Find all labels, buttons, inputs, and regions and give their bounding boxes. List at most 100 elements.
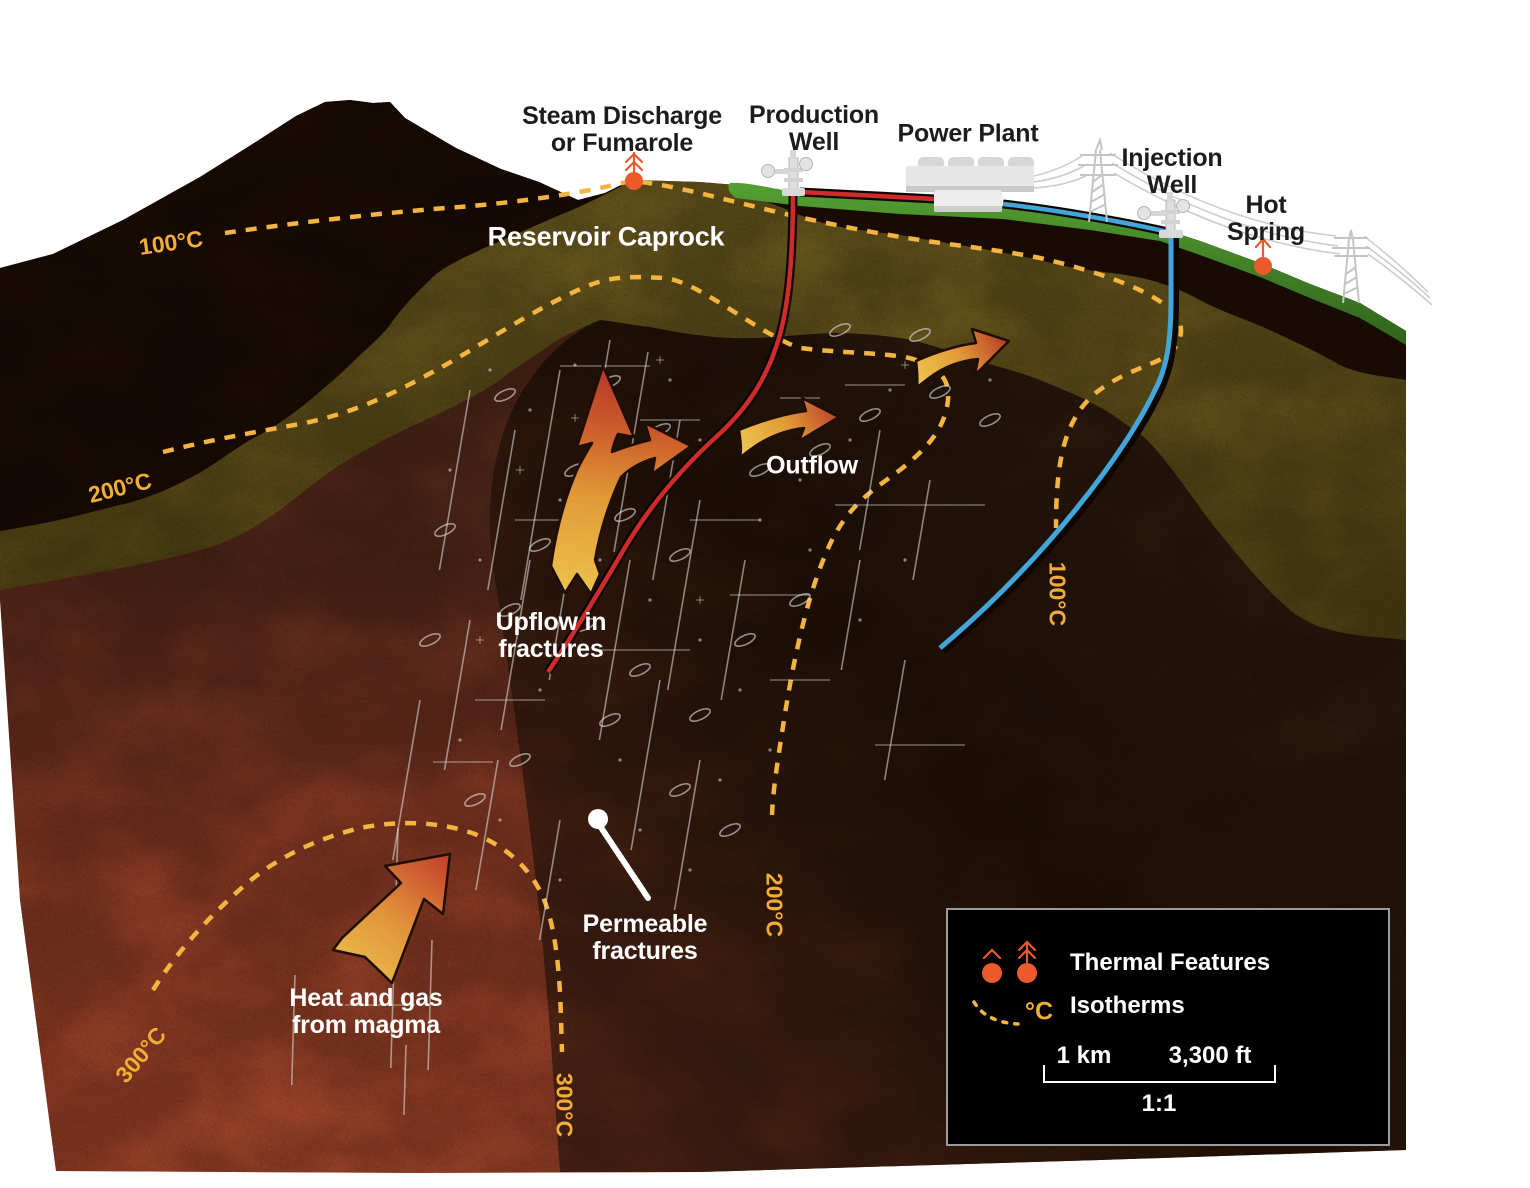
isotherm-100-right-label: 100°C bbox=[1044, 561, 1071, 627]
upflow-line2: fractures bbox=[498, 635, 604, 663]
pore-dot bbox=[638, 828, 642, 832]
pore-dot bbox=[798, 478, 802, 482]
vug-ellipse bbox=[629, 663, 651, 677]
transmission-tower-icon bbox=[1078, 136, 1118, 223]
vug-ellipse bbox=[734, 633, 756, 647]
pore-dot bbox=[573, 363, 577, 367]
heat-gas-line1: Heat and gas bbox=[289, 984, 443, 1012]
thermal-feature-icon bbox=[982, 940, 1037, 983]
fracture-line bbox=[673, 759, 701, 911]
power-plant-label: Power Plant bbox=[897, 119, 1039, 148]
injection-well-pipe bbox=[938, 199, 1179, 654]
legend-scale-ft: 3,300 ft bbox=[1168, 1042, 1252, 1069]
vug-ellipse bbox=[829, 323, 851, 337]
pore-dot bbox=[558, 498, 562, 502]
pore-dot bbox=[648, 598, 652, 602]
reservoir-caprock-label: Reservoir Caprock bbox=[487, 221, 725, 252]
fracture-line bbox=[500, 559, 531, 731]
legend-scale-ratio: 1:1 bbox=[1141, 1090, 1177, 1117]
vug-ellipse bbox=[859, 408, 881, 422]
production-well-line1: Production bbox=[749, 101, 879, 129]
scale-bar bbox=[1043, 1065, 1276, 1083]
legend: °C Thermal Features Isotherms 1 km 3,300… bbox=[946, 908, 1390, 1146]
fracture-line bbox=[883, 659, 906, 781]
hot-spring-line2: Spring bbox=[1227, 218, 1305, 246]
legend-thermal-features-label: Thermal Features bbox=[1070, 949, 1271, 976]
steam-discharge-line2: or Fumarole bbox=[550, 129, 694, 157]
permeable-line2: fractures bbox=[592, 937, 698, 965]
vug-ellipse bbox=[494, 388, 516, 402]
vug-ellipse bbox=[464, 793, 486, 807]
hot-spring-label: Hot Spring bbox=[1227, 192, 1305, 246]
heat-gas-line2: from magma bbox=[291, 1011, 441, 1039]
vug-ellipse bbox=[599, 713, 621, 727]
soil-band bbox=[736, 185, 1406, 380]
pore-dot bbox=[758, 518, 762, 522]
vug-ellipse bbox=[669, 548, 691, 562]
steam-discharge-label: Steam Discharge or Fumarole bbox=[522, 103, 722, 157]
fracture-line bbox=[475, 759, 499, 891]
fracture-line bbox=[427, 939, 433, 1071]
vug-ellipse bbox=[434, 523, 456, 537]
injection-well-label: Injection Well bbox=[1122, 145, 1223, 199]
production-well-line2: Well bbox=[788, 128, 840, 156]
fracture-line bbox=[720, 559, 746, 701]
permeable-line1: Permeable bbox=[582, 910, 708, 938]
isotherm-sample-icon bbox=[972, 1000, 1020, 1026]
fracture-line bbox=[403, 1044, 407, 1116]
pore-dot bbox=[498, 818, 502, 822]
pore-dot bbox=[478, 558, 482, 562]
pore-dot bbox=[488, 368, 492, 372]
fracture-line bbox=[858, 429, 881, 551]
magma-heat-arrow bbox=[331, 852, 452, 985]
production-well-pipe bbox=[544, 185, 936, 675]
upflow-arrow bbox=[549, 364, 693, 596]
vug-ellipse bbox=[789, 593, 811, 607]
fracture-line bbox=[487, 429, 516, 591]
injection-well-line2: Well bbox=[1146, 171, 1198, 199]
pore-dot bbox=[538, 688, 542, 692]
pore-dot bbox=[808, 548, 812, 552]
permeable-fracture-zone bbox=[290, 323, 1001, 1116]
pore-dot bbox=[903, 558, 907, 562]
vug-ellipse bbox=[909, 328, 931, 342]
vug-ellipse bbox=[614, 508, 636, 522]
legend-isotherms-label: Isotherms bbox=[1070, 992, 1185, 1019]
fracture-line bbox=[840, 559, 861, 671]
vug-ellipse bbox=[979, 413, 1001, 427]
pore-dot bbox=[558, 878, 562, 882]
pore-dot bbox=[618, 758, 622, 762]
production-wellhead-icon bbox=[761, 150, 813, 196]
legend-isotherm-unit: °C bbox=[1024, 997, 1054, 1026]
permeable-fractures-callout bbox=[588, 809, 651, 901]
power-plant-icon bbox=[906, 157, 1034, 212]
pore-dot bbox=[448, 468, 452, 472]
fracture-line bbox=[538, 819, 561, 941]
vug-ellipse bbox=[929, 385, 951, 399]
upflow-line1: Upflow in bbox=[495, 608, 607, 636]
pore-dot bbox=[888, 388, 892, 392]
outflow-label: Outflow bbox=[766, 451, 858, 480]
heat-gas-label: Heat and gas from magma bbox=[289, 985, 442, 1039]
pore-dot bbox=[668, 378, 672, 382]
pore-dot bbox=[848, 438, 852, 442]
fracture-line bbox=[912, 479, 931, 581]
isotherm-200-line bbox=[162, 274, 951, 816]
fracture-line bbox=[520, 369, 561, 601]
vug-ellipse bbox=[509, 753, 531, 767]
fracture-line bbox=[666, 499, 701, 691]
legend-symbols bbox=[972, 940, 1037, 1026]
transmission-tower-icon-2 bbox=[1332, 229, 1370, 304]
steam-discharge-line1: Steam Discharge bbox=[522, 102, 722, 130]
fracture-line bbox=[438, 389, 471, 571]
power-lines bbox=[1033, 152, 1433, 306]
outflow-arrow-small bbox=[737, 396, 841, 460]
vug-ellipse bbox=[499, 603, 521, 617]
pore-dot bbox=[698, 438, 702, 442]
vug-ellipse bbox=[719, 823, 741, 837]
upflow-label: Upflow in fractures bbox=[496, 609, 607, 663]
isotherms bbox=[151, 178, 1184, 1053]
pore-dot bbox=[738, 688, 742, 692]
fumarole-icon bbox=[624, 151, 644, 190]
